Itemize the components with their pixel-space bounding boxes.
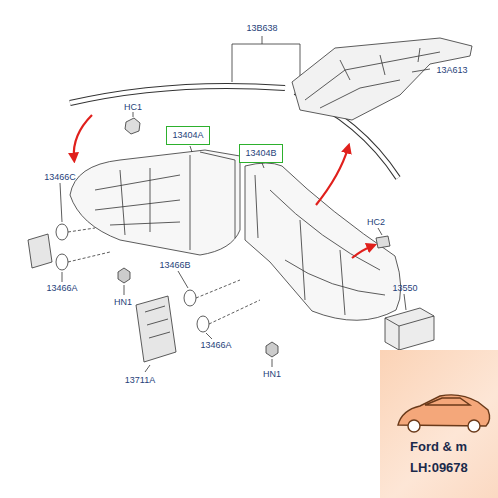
clip <box>125 118 140 134</box>
control-module <box>385 308 434 350</box>
nut <box>118 268 130 283</box>
clip-code: HC2 <box>367 218 385 227</box>
tail-lamp-right <box>245 163 401 320</box>
watermark-text: Ford & m <box>410 440 498 453</box>
part-number: 13B638 <box>246 24 277 33</box>
lamp-holder <box>136 296 176 362</box>
part-number: 13466C <box>44 173 76 182</box>
part-number: 13550 <box>392 284 417 293</box>
part-number: 13A613 <box>436 66 467 75</box>
clip <box>376 236 390 248</box>
part-number: 13466A <box>200 341 231 350</box>
tail-lamp-left <box>70 150 240 255</box>
leader-line <box>412 69 430 72</box>
part-number-box: 13404B <box>239 144 282 163</box>
high-mount-lamp <box>292 38 472 120</box>
nut-code: HN1 <box>114 298 132 307</box>
direction-arrow <box>352 246 372 258</box>
part-number: 13711A <box>125 376 155 385</box>
nut-code: HN1 <box>263 370 281 379</box>
direction-arrow <box>316 148 348 205</box>
direction-arrow <box>74 115 92 158</box>
nut <box>266 342 278 357</box>
part-number: 13466A <box>46 284 77 293</box>
seal-strip <box>70 86 285 103</box>
part-number-box: 13404A <box>166 126 209 145</box>
part-number: 13404B <box>245 149 276 158</box>
watermark-text: LH:09678 <box>410 461 498 474</box>
bulb-socket <box>28 234 52 268</box>
bracket-leader <box>232 36 300 94</box>
part-number: 13466B <box>159 261 190 270</box>
watermark-panel: Ford & m LH:09678 <box>380 350 498 498</box>
clip-code: HC1 <box>124 103 142 112</box>
part-number: 13404A <box>172 131 203 140</box>
